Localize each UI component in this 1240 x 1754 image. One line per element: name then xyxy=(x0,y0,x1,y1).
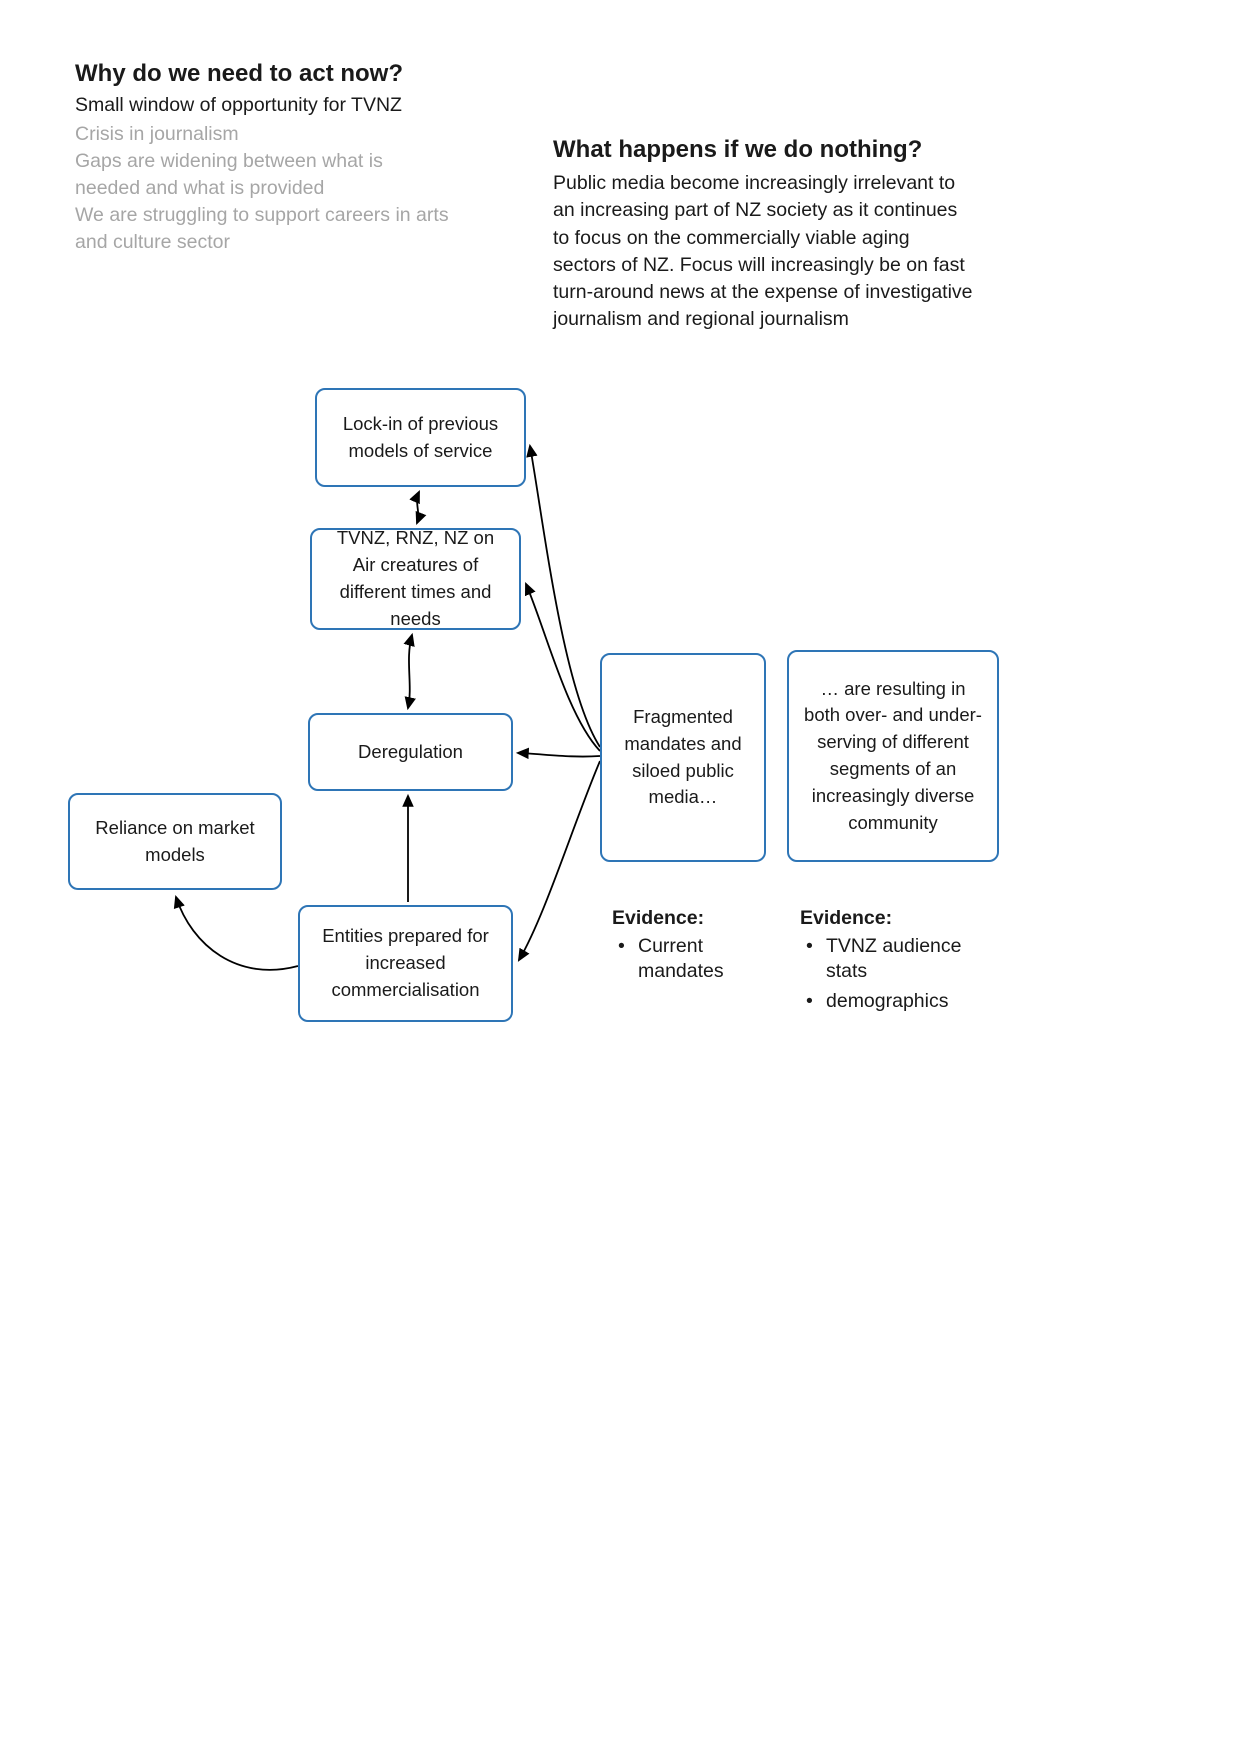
evidence-right-item: demographics xyxy=(800,989,985,1015)
why-act-now-title: Why do we need to act now? xyxy=(75,60,404,87)
arrow-lockin-creatures xyxy=(409,490,427,526)
box-deregulation-label: Deregulation xyxy=(358,740,463,762)
evidence-right: Evidence: TVNZ audience stats demographi… xyxy=(800,907,985,1018)
muted-line-gaps: Gaps are widening between what is needed… xyxy=(75,149,383,199)
box-lock-in-label: Lock-in of previous models of service xyxy=(342,412,499,461)
box-deregulation: Deregulation xyxy=(308,713,513,791)
arrow-fragmented-lockin xyxy=(526,443,601,748)
muted-line-careers: We are struggling to support careers in … xyxy=(75,203,449,253)
box-fragmented: Fragmented mandates and siloed public me… xyxy=(600,653,766,862)
evidence-right-item: TVNZ audience stats xyxy=(800,934,985,985)
box-resulting: … are resulting in both over- and under-… xyxy=(787,650,999,862)
why-act-now-subtitle: Small window of opportunity for TVNZ xyxy=(75,94,402,116)
do-nothing-body: Public media become increasingly irrelev… xyxy=(553,172,973,331)
evidence-left-title: Evidence: xyxy=(612,907,705,929)
box-reliance: Reliance on market models xyxy=(68,793,282,890)
evidence-right-title: Evidence: xyxy=(800,907,893,929)
arrow-fragmented-creatures xyxy=(524,582,601,752)
box-reliance-label: Reliance on market models xyxy=(95,816,255,865)
box-entities: Entities prepared for increased commerci… xyxy=(298,905,513,1022)
why-act-now-section: Why do we need to act now? Small window … xyxy=(75,60,475,256)
box-entities-label: Entities prepared for increased commerci… xyxy=(322,925,489,1000)
arrow-fragmented-entities xyxy=(517,760,601,962)
do-nothing-title: What happens if we do nothing? xyxy=(553,136,923,163)
do-nothing-section: What happens if we do nothing? Public me… xyxy=(553,136,973,334)
evidence-left-item: Current mandates xyxy=(612,934,762,985)
box-fragmented-label: Fragmented mandates and siloed public me… xyxy=(624,705,742,808)
evidence-left: Evidence: Current mandates xyxy=(612,907,762,989)
arrow-creatures-deregulation xyxy=(403,632,416,711)
arrow-entities-reliance xyxy=(173,894,299,971)
box-lock-in: Lock-in of previous models of service xyxy=(315,388,526,487)
arrow-fragmented-deregulation xyxy=(515,747,601,760)
box-resulting-label: … are resulting in both over- and under-… xyxy=(804,677,982,833)
box-creatures-label: TVNZ, RNZ, NZ on Air creatures of differ… xyxy=(336,527,495,629)
box-creatures: TVNZ, RNZ, NZ on Air creatures of differ… xyxy=(310,527,521,630)
muted-line-crisis: Crisis in journalism xyxy=(75,123,239,145)
